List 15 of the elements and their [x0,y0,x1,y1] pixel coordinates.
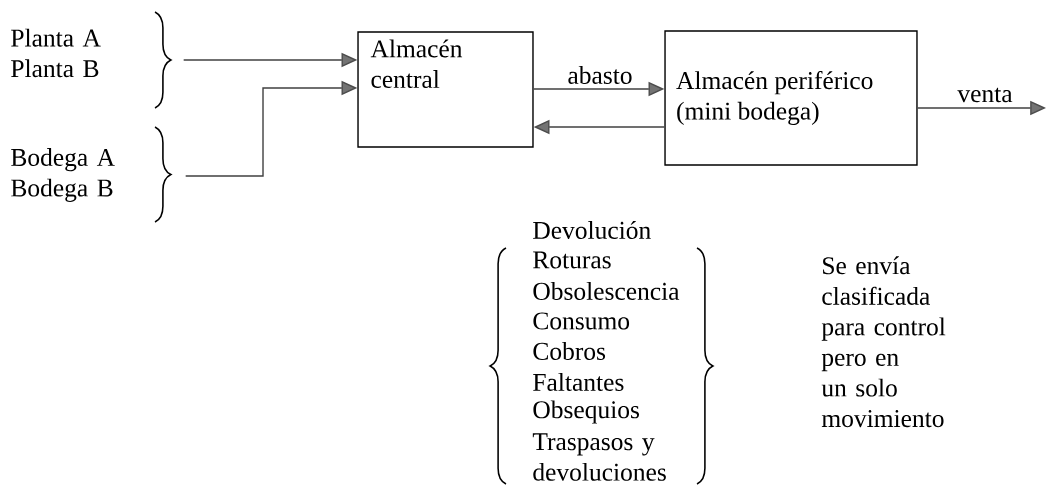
list-item: Devolución [533,221,651,239]
braced-list: Bodega A Bodega B [11,126,172,223]
process-box: Almacén central [357,31,534,148]
list-item: Cobros [533,342,606,360]
braced-list: Planta A Planta B [11,11,172,109]
list-item: Consumo [533,312,630,330]
note-text: Se envía clasificada para control pero en un solo movimiento [821,256,946,428]
list-item: Roturas [533,251,611,269]
list-item: Faltantes [533,373,624,391]
edge-label: venta [955,85,1015,105]
process-box: Almacén periférico (mini bodega) [664,30,918,166]
list-item: Obsequios [533,400,639,424]
list-item: Traspasos y devoluciones [532,433,666,481]
edge-label: abasto [565,64,635,86]
list-item: Obsolescencia [533,282,680,300]
